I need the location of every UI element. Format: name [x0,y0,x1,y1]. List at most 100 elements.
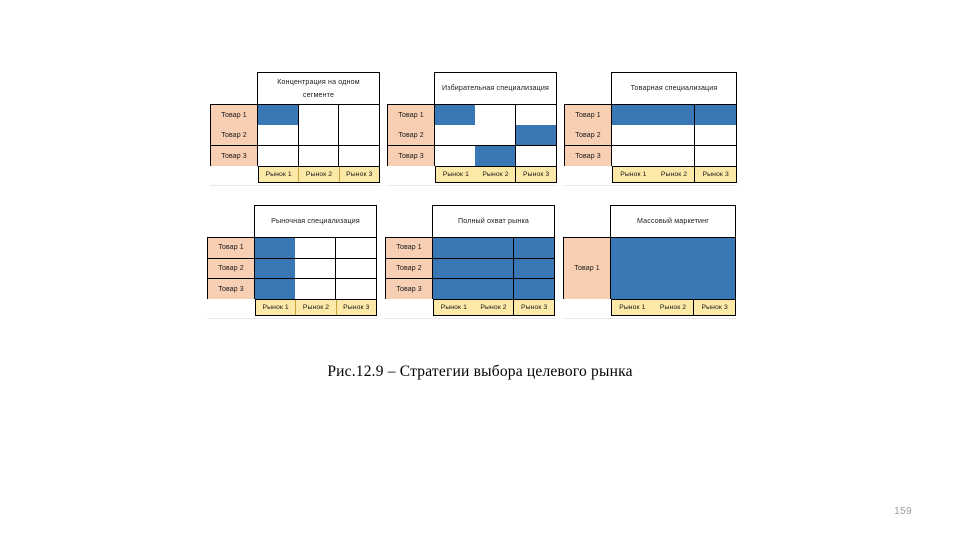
title-corner-cell [564,72,612,104]
matrix-cell [473,279,514,300]
matrix-cell [339,105,380,125]
page-number: 159 [894,506,912,517]
column-header-market-2: Рынок 2 [299,167,340,182]
row-label-product-2: Товар 2 [388,125,434,145]
row-label-product-1: Товар 1 [388,105,434,125]
footer-spacer [210,166,258,183]
matrix-cell [255,238,295,258]
matrix-cell [612,146,653,166]
matrix-cell [433,258,473,279]
diagram-title-band: Массовый маркетинг [563,205,736,237]
matrix-cell [514,258,554,279]
matrix-cell [516,105,556,125]
matrix-cell [336,258,376,279]
row-label-column: Товар 1 [563,238,611,299]
matrix-cells [255,238,377,300]
footer-spacer [387,166,435,183]
matrix-row [255,238,376,258]
matrix-cell [433,279,473,300]
column-header-market-3: Рынок 3 [336,300,376,315]
row-label-product-2: Товар 2 [565,125,611,145]
column-header-band: Рынок 1 Рынок 2 Рынок 3 [210,166,380,183]
matrix-row [435,125,556,145]
matrix-cell [295,279,336,300]
column-header-market-1: Рынок 1 [612,300,653,315]
matrix-cell [336,279,376,300]
matrix-row [258,105,380,125]
bottom-rule [385,318,555,319]
matrix-cells [612,105,737,166]
column-header-cells: Рынок 1 Рынок 2 Рынок 3 [611,299,736,316]
row-label-column: Товар 1 Товар 2 Товар 3 [387,105,435,166]
footer-spacer [207,299,255,316]
matrix-cell [336,238,376,258]
matrix-cell [695,125,736,145]
matrix-cell [258,125,299,145]
diagram-title-band: Концентрация на одном сегменте [210,72,380,104]
row-label-product-3: Товар 3 [565,145,611,166]
column-header-market-2: Рынок 2 [473,300,515,315]
diagram-full-market-coverage: Полный охват рынка Товар 1 Товар 2 Товар… [385,205,555,319]
matrix-row [433,257,554,279]
column-header-cells: Рынок 1 Рынок 2 Рынок 3 [258,166,380,183]
matrix-row [435,145,556,166]
column-header-band: Рынок 1 Рынок 2 Рынок 3 [387,166,557,183]
bottom-rule [207,318,377,319]
bottom-rule [564,185,737,186]
matrix-row [612,145,736,166]
diagram-title: Товарная специализация [612,72,737,104]
diagram-row-bottom: Рыночная специализация Товар 1 Товар 2 Т… [205,205,750,330]
matrix-cell [258,105,299,125]
figure-caption: Рис.12.9 – Стратегии выбора целевого рын… [327,363,633,380]
diagram-grid: Товар 1 Товар 2 Товар 3 [207,237,377,300]
mass-coverage-block [611,238,736,299]
matrix-cell [475,146,516,166]
diagram-grid: Товар 1 Товар 2 Товар 3 [385,237,555,300]
column-header-cells: Рынок 1 Рынок 2 Рынок 3 [612,166,737,183]
matrix-row [433,278,554,300]
matrix-cell [516,146,556,166]
footer-spacer [563,299,611,316]
matrix-cell [255,258,295,279]
matrix-cells [435,105,557,166]
diagram-concentration-single-segment: Концентрация на одном сегменте Товар 1 Т… [210,72,380,186]
row-label-product-3: Товар 3 [386,278,432,300]
diagram-row-top: Концентрация на одном сегменте Товар 1 Т… [205,72,750,197]
matrix-cells [258,105,380,166]
row-label-product-3: Товар 3 [388,145,434,166]
column-header-market-1: Рынок 1 [259,167,300,182]
matrix-cell [475,105,516,125]
column-header-market-1: Рынок 1 [436,167,476,182]
column-header-band: Рынок 1 Рынок 2 Рынок 3 [563,299,736,316]
column-header-market-3: Рынок 3 [695,167,737,182]
title-corner-cell [563,205,611,237]
matrix-cell [612,125,653,145]
title-corner-cell [207,205,255,237]
row-label-product-1: Товар 1 [565,105,611,125]
column-header-cells: Рынок 1 Рынок 2 Рынок 3 [255,299,377,316]
diagram-product-specialization: Товарная специализация Товар 1 Товар 2 Т… [564,72,737,186]
column-header-market-2: Рынок 2 [475,167,517,182]
matrix-row [612,105,736,125]
diagram-selective-specialization: Избирательная специализация Товар 1 Това… [387,72,557,186]
row-label-column: Товар 1 Товар 2 Товар 3 [210,105,258,166]
diagram-grid: Товар 1 Товар 2 Товар 3 [564,104,737,166]
row-label-product-1: Товар 1 [386,238,432,258]
title-corner-cell [210,72,258,104]
matrix-cell [435,125,475,145]
column-header-band: Рынок 1 Рынок 2 Рынок 3 [207,299,377,316]
column-header-market-2: Рынок 2 [653,167,696,182]
matrix-cell [298,146,340,166]
matrix-cell [695,146,736,166]
matrix-row [433,238,554,258]
bottom-rule [563,318,736,319]
column-header-market-2: Рынок 2 [652,300,695,315]
matrix-cells [433,238,555,300]
row-label-product-1: Товар 1 [574,265,600,272]
footer-spacer [564,166,612,183]
diagram-title-band: Избирательная специализация [387,72,557,104]
diagram-grid: Товар 1 Товар 2 Товар 3 [387,104,557,166]
target-market-strategies-figure: Концентрация на одном сегменте Товар 1 Т… [205,72,750,330]
row-label-product-2: Товар 2 [386,257,432,279]
column-header-market-1: Рынок 1 [613,167,654,182]
